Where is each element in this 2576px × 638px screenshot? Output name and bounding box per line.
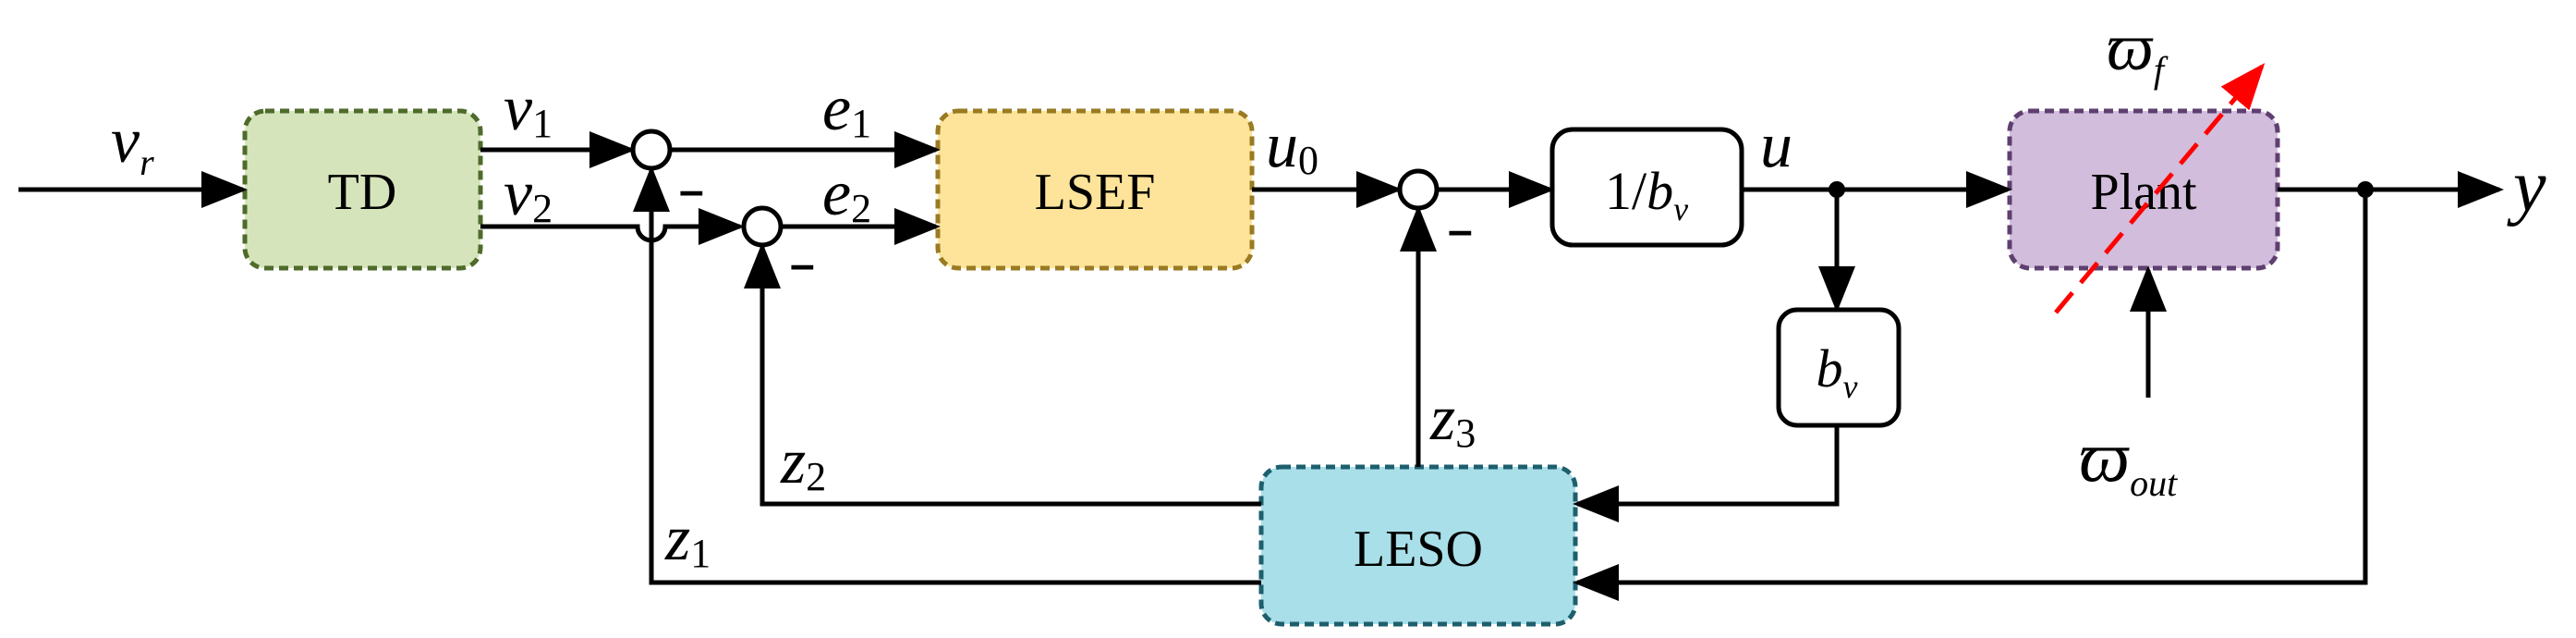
lsef-label: LSEF	[1035, 164, 1156, 221]
minus-sign-3: –	[1448, 206, 1473, 255]
summing-junction-1	[630, 129, 673, 171]
td-block: TD	[242, 108, 483, 271]
plant-block: Plant	[2007, 108, 2280, 271]
u0-label: u0	[1266, 110, 1318, 183]
branch-point-u	[1829, 181, 1845, 198]
td-label: TD	[328, 164, 397, 221]
z3-label: z3	[1429, 383, 1476, 456]
gain-block: bv	[1776, 307, 1902, 428]
varying-parameter-arrow	[2054, 63, 2266, 314]
omega-out-label: ϖout	[2079, 416, 2178, 504]
leso-label: LESO	[1354, 521, 1483, 578]
gain-inv-block: 1/bv	[1549, 127, 1744, 248]
z2-wire	[744, 242, 1261, 507]
e2-label: e2	[822, 158, 871, 231]
lsef-block: LSEF	[935, 108, 1255, 271]
minus-sign-1: –	[679, 166, 704, 215]
v1-label: v1	[504, 73, 553, 146]
z2-label: z2	[780, 426, 826, 499]
y-feedback-wire	[1573, 190, 2368, 601]
omega-f-label: ϖf	[2107, 10, 2169, 91]
gain-inv-label: 1/bv	[1605, 161, 1688, 227]
e1-label: e1	[822, 73, 871, 146]
summing-junction-3	[1397, 168, 1440, 211]
branch-point-y	[2357, 181, 2374, 198]
z1-wire	[633, 166, 1261, 585]
plant-label: Plant	[2090, 164, 2197, 221]
minus-sign-2: –	[790, 240, 815, 289]
gain-label: bv	[1817, 338, 1858, 405]
vr-label: vr	[111, 105, 154, 183]
z1-label: z1	[664, 503, 711, 576]
v2-label: v2	[504, 158, 553, 231]
y-label: y	[2507, 146, 2546, 227]
summing-junction-2	[741, 205, 784, 248]
leso-block: LESO	[1258, 464, 1578, 627]
gain-to-leso-wire	[1573, 425, 1840, 522]
u-label: u	[1760, 110, 1792, 181]
